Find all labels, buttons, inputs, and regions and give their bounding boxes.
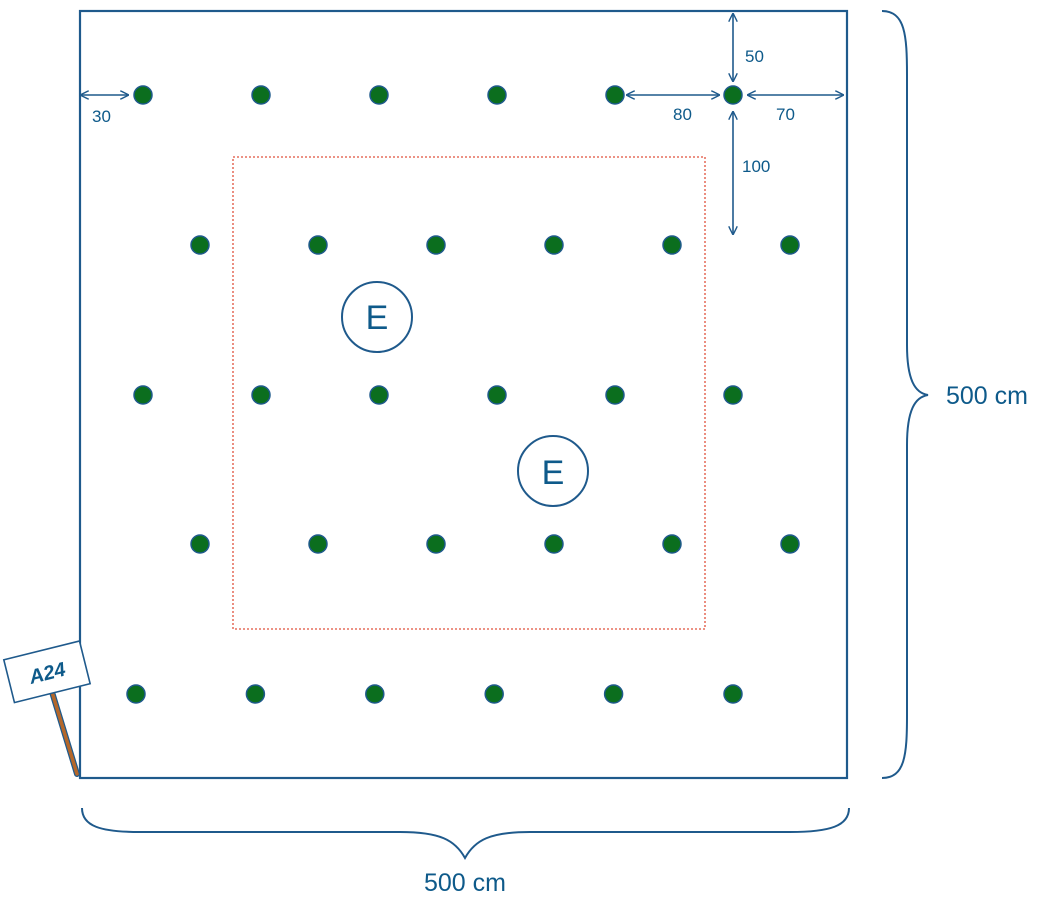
plant-dot bbox=[780, 534, 800, 554]
plant-dot bbox=[487, 385, 507, 405]
plot-sign: A24 bbox=[2, 640, 92, 704]
left-gap-label: 30 bbox=[92, 107, 111, 126]
height-label: 500 cm bbox=[946, 382, 1028, 410]
width-brace bbox=[81, 807, 850, 861]
plant-dot bbox=[780, 235, 800, 255]
plant-dot bbox=[484, 684, 504, 704]
plot-boundary bbox=[78, 9, 849, 780]
plant-dot bbox=[487, 85, 507, 105]
column-spacing-label: 80 bbox=[673, 105, 692, 124]
plant-dot bbox=[603, 684, 624, 704]
plant-dot bbox=[426, 235, 446, 255]
plant-dot bbox=[426, 534, 446, 554]
plant-dot bbox=[369, 385, 389, 405]
right-gap-label: 70 bbox=[776, 105, 795, 124]
sign-stake-wood bbox=[50, 690, 79, 776]
plant-dot bbox=[251, 85, 271, 105]
marker-e-1-circle bbox=[341, 281, 413, 353]
top-gap-label: 50 bbox=[745, 47, 764, 66]
plant-dot bbox=[126, 684, 146, 704]
plant-dot bbox=[190, 534, 210, 554]
plant-dot bbox=[251, 385, 271, 405]
plant-dot bbox=[544, 235, 564, 255]
width-label: 500 cm bbox=[424, 869, 506, 897]
inner-area-border bbox=[232, 156, 706, 630]
plant-dot bbox=[544, 534, 564, 554]
plant-dot bbox=[245, 684, 266, 704]
plant-dot bbox=[365, 684, 385, 704]
plant-dot bbox=[662, 534, 682, 554]
plant-dot bbox=[605, 85, 625, 105]
plant-dot bbox=[190, 235, 210, 255]
plant-dot bbox=[308, 235, 328, 255]
row-spacing-label: 100 bbox=[742, 157, 770, 176]
plant-dot bbox=[133, 385, 153, 405]
marker-e-2-circle bbox=[517, 435, 589, 507]
marker-e-2-label: E bbox=[542, 454, 565, 492]
plant-dot bbox=[308, 534, 328, 554]
plant-dot bbox=[662, 235, 682, 255]
plant-dot bbox=[723, 85, 743, 105]
plant-dot bbox=[369, 85, 389, 105]
plant-dot bbox=[605, 385, 625, 405]
plant-dot bbox=[133, 85, 153, 105]
plant-dot bbox=[723, 684, 743, 704]
plant-dot bbox=[723, 385, 743, 405]
plant-grid bbox=[126, 85, 800, 704]
marker-e-1-label: E bbox=[366, 299, 389, 337]
height-brace bbox=[881, 10, 929, 779]
sign-board bbox=[2, 640, 92, 704]
